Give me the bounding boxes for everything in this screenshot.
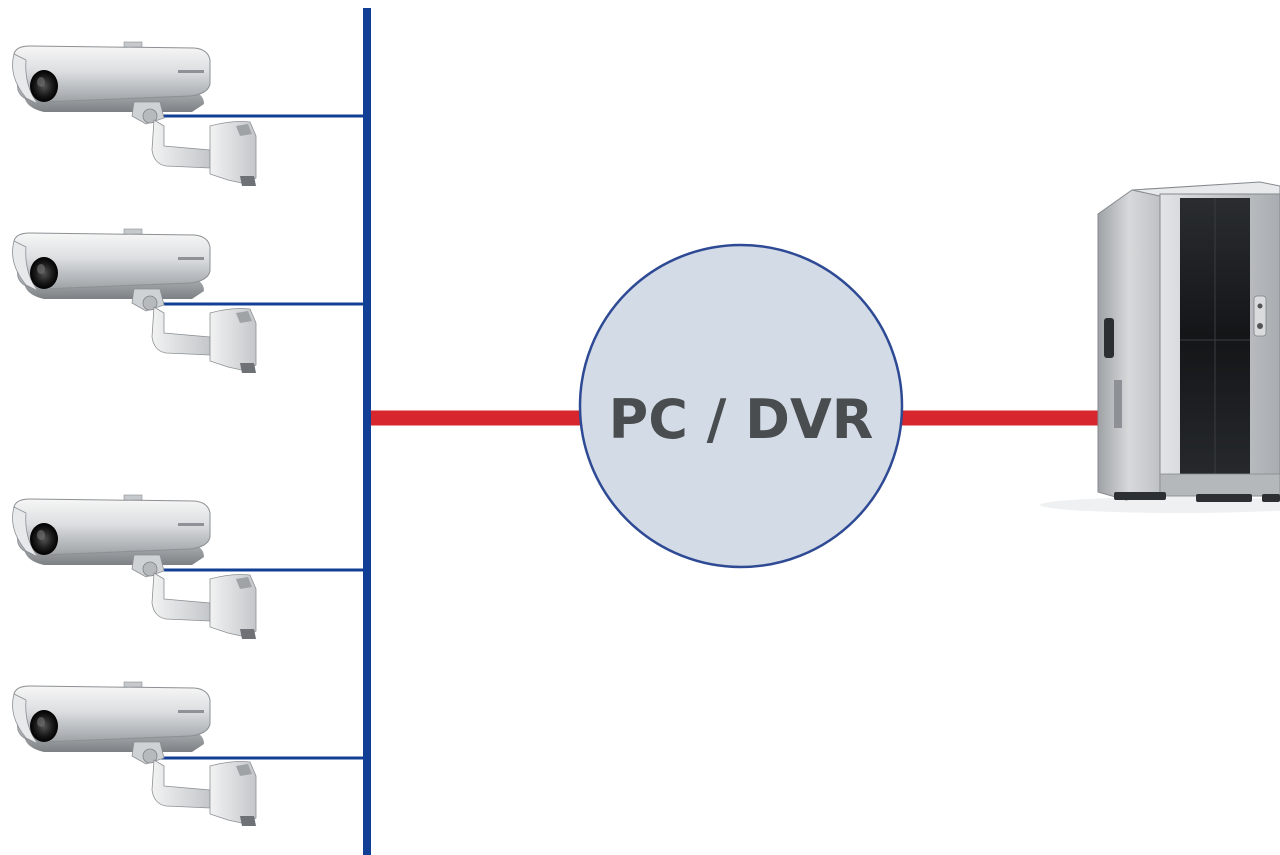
cctv-camera-icon bbox=[12, 494, 257, 640]
cctv-camera-icon bbox=[12, 41, 257, 187]
pc-dvr-hub: PC / DVR bbox=[578, 243, 904, 569]
cctv-camera-icon bbox=[12, 228, 257, 374]
tower-computer-icon bbox=[1040, 181, 1280, 513]
cctv-camera-icon bbox=[12, 681, 257, 827]
hub-label: PC / DVR bbox=[609, 388, 874, 451]
